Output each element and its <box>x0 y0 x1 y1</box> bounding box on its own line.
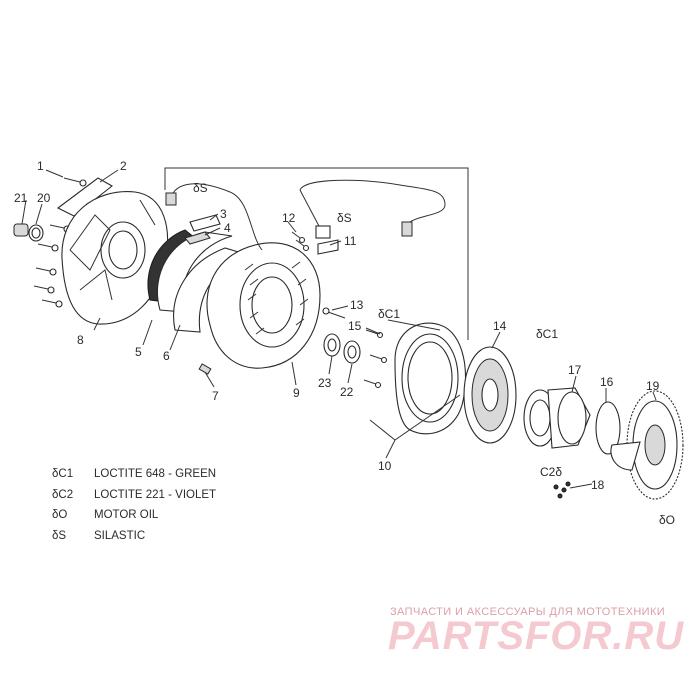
legend-text: MOTOR OIL <box>94 509 159 522</box>
cover-plate <box>56 177 113 217</box>
legend-row: δC2 LOCTITE 221 - VIOLET <box>52 485 216 506</box>
dowel-pins <box>553 481 571 499</box>
rotor <box>394 322 467 435</box>
callout-7: 7 <box>212 389 219 403</box>
snap-ring <box>595 401 621 455</box>
pickup-sensor <box>315 225 331 239</box>
callout-20: 20 <box>37 191 51 205</box>
callout-9: 9 <box>293 386 300 400</box>
plate-tiny <box>184 231 211 245</box>
callout-13: 13 <box>350 298 364 312</box>
legend-row: δC1 LOCTITE 648 - GREEN <box>52 464 216 485</box>
legend-symbol: δC1 <box>52 468 74 481</box>
sensor-lead <box>299 189 321 229</box>
callout-18: 18 <box>591 478 605 492</box>
screws-15 <box>363 329 388 389</box>
screw-7 <box>198 363 212 375</box>
legend-text: LOCTITE 648 - GREEN <box>94 468 217 481</box>
tag-loctite-648-flywheel: δC1 <box>536 327 558 341</box>
tag-motor-oil-gear: δO <box>659 513 675 527</box>
plate-small <box>189 214 221 232</box>
watermark-logo: PARTSFOR.RU <box>388 614 685 658</box>
cable-grommet <box>165 192 177 206</box>
callout-8: 8 <box>77 333 84 347</box>
legend-symbol: δO <box>52 509 68 522</box>
callout-6: 6 <box>163 349 170 363</box>
legend: δC1 LOCTITE 648 - GREEN δC2 LOCTITE 221 … <box>52 464 216 546</box>
callout-23: 23 <box>318 376 332 390</box>
sensor-bracket <box>317 239 339 255</box>
callout-15: 15 <box>348 319 362 333</box>
legend-row: δO MOTOR OIL <box>52 505 216 526</box>
callout-10: 10 <box>378 459 392 473</box>
stator-cable <box>169 183 263 251</box>
callout-16: 16 <box>600 375 614 389</box>
callout-3: 3 <box>220 207 227 221</box>
callout-5: 5 <box>135 345 142 359</box>
legend-symbol: δS <box>52 529 67 542</box>
callout-21: 21 <box>14 191 28 205</box>
legend-text: LOCTITE 221 - VIOLET <box>94 488 217 501</box>
bolt-head <box>322 307 330 315</box>
starter-gear <box>610 390 684 500</box>
callout-14: 14 <box>493 319 507 333</box>
flywheel <box>463 346 517 444</box>
tag-loctite-221-pins: C2δ <box>540 465 562 479</box>
sensor-cable <box>299 179 446 223</box>
watermark-subtitle: ЗАПЧАСТИ И АКСЕССУАРЫ ДЛЯ МОТОТЕХНИКИ <box>390 606 666 618</box>
callout-4: 4 <box>224 221 231 235</box>
crankcase-cover <box>61 191 168 325</box>
tag-silastic-cable: δS <box>193 181 208 195</box>
sensor-connector <box>401 221 413 237</box>
legend-symbol: δC2 <box>52 488 74 501</box>
callout-22: 22 <box>340 385 354 399</box>
screws-left <box>33 177 87 308</box>
legend-text: SILASTIC <box>94 529 146 542</box>
sensor-screws <box>291 231 310 252</box>
legend-row: δS SILASTIC <box>52 526 216 547</box>
callout-1: 1 <box>37 159 44 173</box>
stator <box>206 242 321 369</box>
tag-silastic-sensor: δS <box>337 211 352 225</box>
callout-11: 11 <box>344 234 357 248</box>
callout-2: 2 <box>120 159 127 173</box>
starter-clutch <box>523 387 591 449</box>
callout-12: 12 <box>282 211 296 225</box>
group-outline <box>164 167 469 340</box>
leader-lines <box>21 169 657 489</box>
tag-loctite-648-bolt: δC1 <box>378 307 400 321</box>
bolt-13 <box>327 311 346 319</box>
callout-17: 17 <box>568 363 582 377</box>
callout-19: 19 <box>646 379 660 393</box>
oil-plug <box>13 223 44 242</box>
